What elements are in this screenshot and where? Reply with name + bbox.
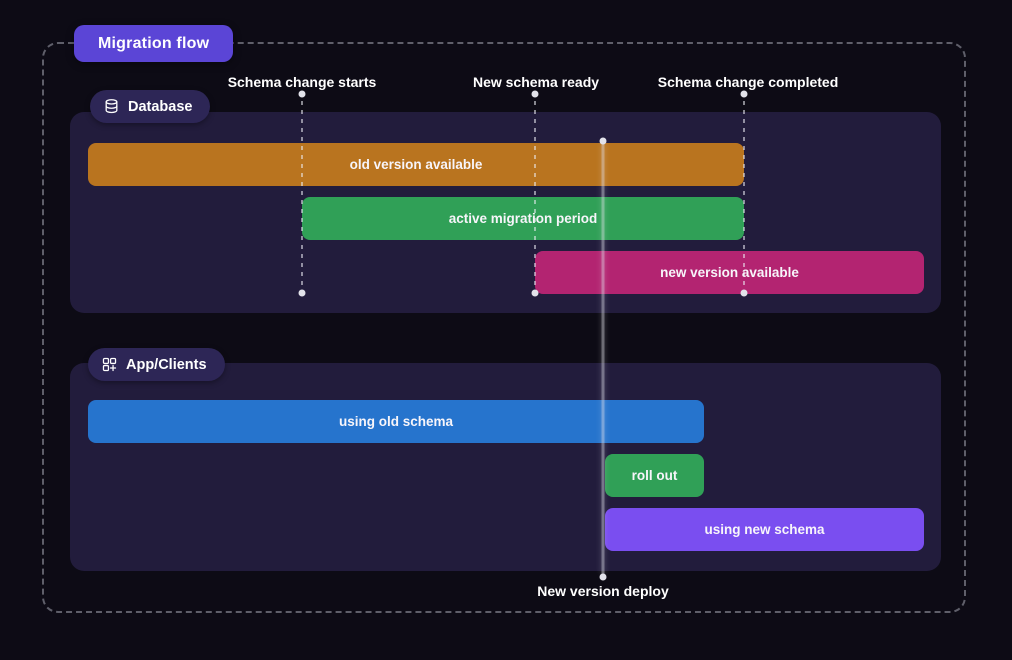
bar-label: active migration period — [448, 211, 598, 226]
app-clients-badge-label: App/Clients — [126, 356, 207, 373]
bar-active-migration-period: active migration period — [302, 197, 744, 240]
bar-new-version-available: new version available — [535, 251, 924, 294]
apps-plus-icon — [101, 356, 118, 373]
bar-label: using new schema — [704, 522, 825, 537]
app-clients-badge: App/Clients — [88, 348, 225, 381]
marker-dot-top — [531, 90, 539, 98]
bar-label: roll out — [631, 468, 678, 483]
diagram-title-badge: Migration flow — [74, 25, 234, 62]
marker-line-schema-change-starts — [301, 101, 303, 289]
marker-dot-bottom — [298, 289, 306, 297]
deploy-dot-bottom — [599, 573, 607, 581]
marker-dot-bottom — [531, 289, 539, 297]
bar-label: new version available — [660, 265, 799, 280]
bar-using-old-schema: using old schema — [88, 400, 704, 443]
marker-dot-bottom — [740, 289, 748, 297]
deploy-dot-top — [599, 137, 607, 145]
marker-dot-top — [298, 90, 306, 98]
marker-line-schema-change-completed — [743, 101, 745, 289]
marker-label-new-schema-ready: New schema ready — [472, 74, 600, 90]
database-icon — [103, 98, 120, 115]
marker-label-schema-change-completed: Schema change completed — [657, 74, 839, 90]
bar-roll-out: roll out — [605, 454, 704, 497]
diagram-dashed-border — [42, 42, 966, 613]
bar-label: using old schema — [338, 414, 454, 429]
database-badge-label: Database — [128, 98, 193, 115]
marker-line-new-schema-ready — [534, 101, 536, 289]
bar-label: old version available — [349, 157, 483, 172]
bar-old-version-available: old version available — [88, 143, 744, 186]
marker-label-schema-change-starts: Schema change starts — [227, 74, 377, 90]
database-badge: Database — [90, 90, 211, 123]
marker-dot-top — [740, 90, 748, 98]
diagram-title: Migration flow — [98, 34, 210, 52]
bar-using-new-schema: using new schema — [605, 508, 924, 551]
deploy-line — [601, 144, 605, 574]
deploy-label: New version deploy — [537, 583, 669, 599]
